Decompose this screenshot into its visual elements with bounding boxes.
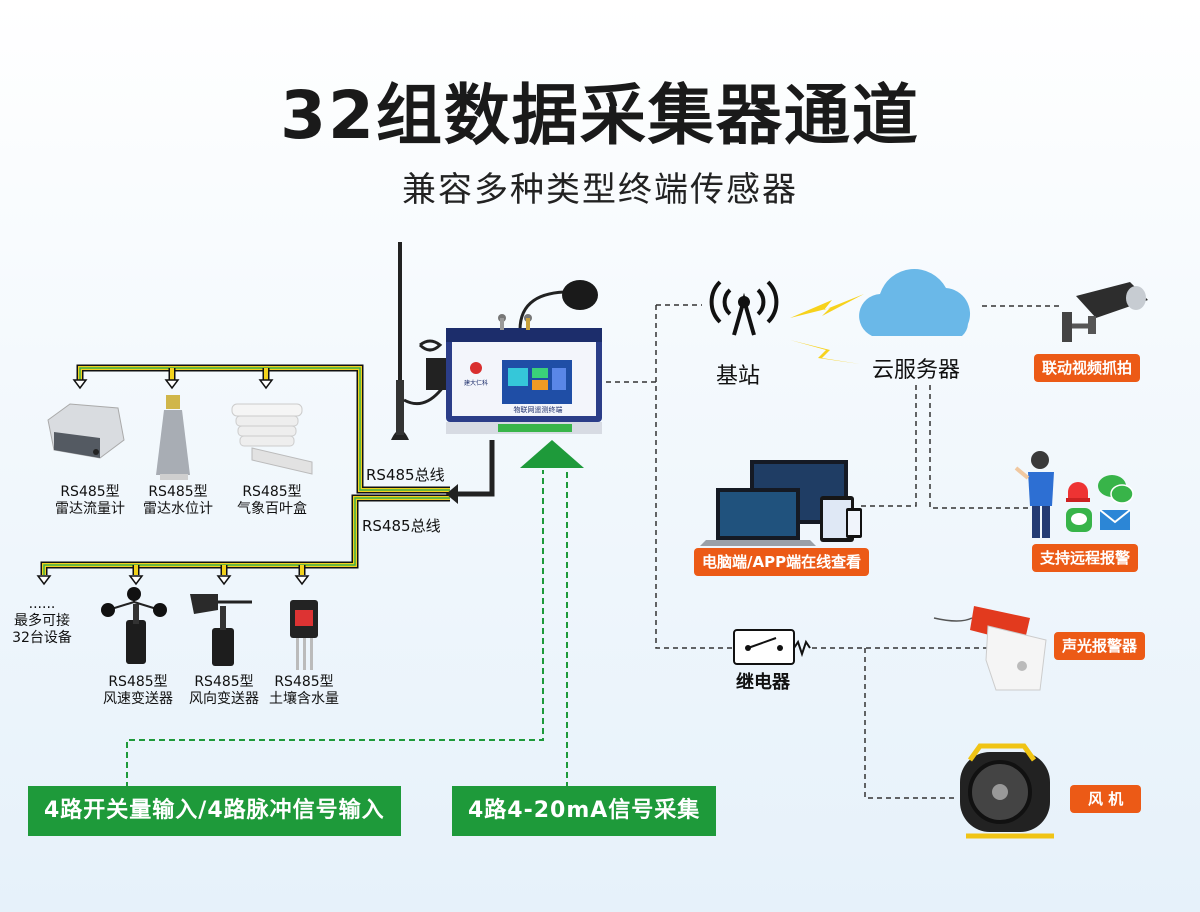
sensor-label-radar-flowmeter: RS485型雷达流量计 — [55, 484, 125, 517]
wechat-icon — [1098, 475, 1134, 504]
badge-sound-light-alarm: 声光报警器 — [1054, 632, 1146, 660]
badge-pc-app: 电脑端/APP端在线查看 — [694, 548, 870, 576]
signal-bolt-icon — [790, 294, 864, 318]
bus-label-1: RS485总线 — [366, 466, 445, 484]
sensor-label-louver-box: RS485型气象百叶盒 — [237, 484, 307, 517]
sensor-label-soil-moisture: RS485型土壤含水量 — [269, 674, 339, 707]
sensor-label-radar-level: RS485型雷达水位计 — [143, 484, 213, 517]
computer-app-icon — [700, 460, 862, 546]
soil-moisture-sensor-icon — [290, 600, 318, 670]
base-station-icon — [709, 280, 779, 336]
relay-label: 继电器 — [736, 672, 790, 693]
badge-remote-alarm: 支持远程报警 — [1032, 544, 1139, 572]
radar-level-meter-icon — [156, 395, 190, 480]
analog-input-box: 4路4-20mA信号采集 — [452, 786, 717, 836]
radar-flowmeter-icon — [47, 403, 125, 459]
camera-icon — [1062, 282, 1148, 342]
badge-fan: 风 机 — [1070, 785, 1142, 813]
wind-direction-sensor-icon — [190, 594, 252, 666]
cloud-server-label: 云服务器 — [872, 358, 961, 383]
badge-video-capture: 联动视频抓拍 — [1034, 354, 1141, 382]
input-lines — [126, 470, 568, 788]
wind-speed-sensor-icon — [101, 587, 167, 664]
data-logger-device — [446, 314, 602, 434]
sms-icon — [1066, 508, 1092, 532]
operator-icon — [1014, 451, 1054, 538]
weather-louver-box-icon — [231, 403, 313, 475]
sound-light-alarm-icon — [933, 606, 1047, 691]
bus-label-2: RS485总线 — [362, 517, 441, 535]
signal-bolt-icon — [790, 340, 860, 364]
bus-cable-row2 — [40, 494, 450, 575]
email-icon — [1099, 509, 1131, 530]
sensor-label-wind-direction: RS485型风向变送器 — [189, 674, 259, 707]
gps-antenna-icon — [518, 280, 598, 331]
bus-drop-arrows — [36, 379, 310, 586]
base-station-label: 基站 — [716, 364, 761, 389]
network-lines — [606, 304, 1060, 799]
page-title: 32组数据采集器通道 — [280, 77, 920, 154]
alarm-light-icon — [1066, 482, 1090, 502]
device-brand: 建大仁科 — [463, 380, 488, 387]
cloud-server-icon — [859, 269, 971, 336]
bus-arrow-icon — [446, 484, 458, 504]
antenna-icon — [391, 242, 472, 440]
sensor-label-wind-speed: RS485型风速变送器 — [103, 674, 173, 707]
device-bus-cable — [452, 440, 495, 497]
page-subtitle: 兼容多种类型终端传感器 — [402, 170, 798, 210]
input-arrow-icon — [520, 440, 584, 468]
device-screen-title: 物联网遥测终端 — [513, 406, 563, 414]
switch-pulse-input-box: 4路开关量输入/4路脉冲信号输入 — [28, 786, 401, 836]
relay-icon — [733, 629, 811, 665]
fan-icon — [960, 743, 1054, 839]
